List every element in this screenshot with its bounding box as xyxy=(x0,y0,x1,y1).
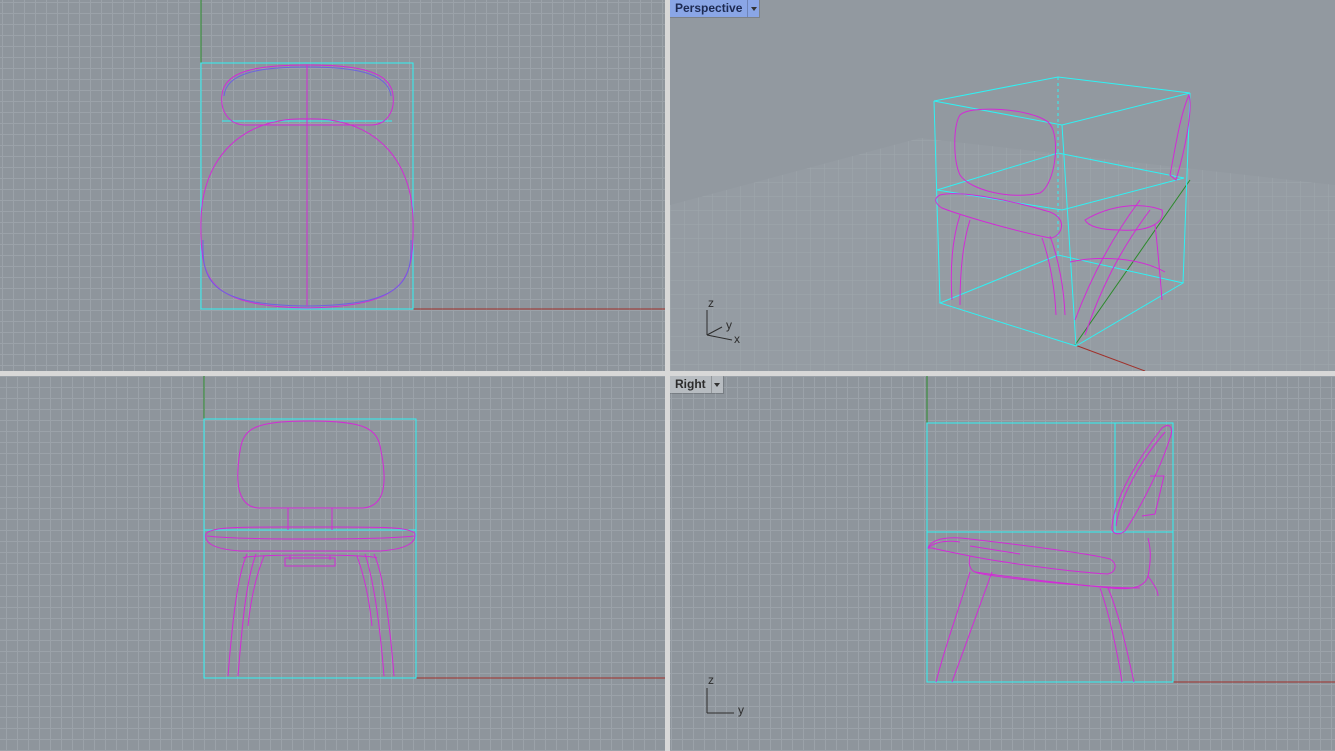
top-view-scene xyxy=(200,0,665,310)
perspective-viewport-title[interactable]: Perspective xyxy=(675,1,743,15)
viewport-menu-dropdown-icon[interactable] xyxy=(710,376,723,393)
axis-z-label: z xyxy=(708,673,714,687)
y-axis-line xyxy=(1074,179,1191,346)
ground-grid xyxy=(670,138,1335,371)
backrest-outline xyxy=(221,64,394,126)
viewport-menu-dropdown-icon[interactable] xyxy=(747,0,759,17)
axis-y-label: y xyxy=(726,318,732,332)
bounding-box xyxy=(933,76,1191,347)
bounding-box xyxy=(200,62,414,310)
axis-z-label: z xyxy=(708,296,714,310)
front-view-scene xyxy=(203,376,665,679)
viewport-front[interactable] xyxy=(0,376,665,751)
x-axis-line xyxy=(1074,344,1146,371)
viewport-right[interactable]: z y Right xyxy=(670,376,1335,751)
perspective-viewport-tab[interactable]: Perspective xyxy=(670,0,760,17)
axis-x-label: x xyxy=(734,332,740,346)
right-viewport-tab[interactable]: Right xyxy=(670,376,723,393)
bounding-box xyxy=(203,418,417,679)
chair-model xyxy=(927,425,1173,683)
right-view-scene: z y xyxy=(706,376,1335,717)
axis-widget: z y xyxy=(706,673,744,717)
perspective-scene: z y x xyxy=(670,76,1335,371)
viewport-perspective[interactable]: z y x Perspective xyxy=(670,0,1335,371)
seat-outline xyxy=(200,118,414,309)
chair-model xyxy=(935,93,1191,336)
bounding-box xyxy=(926,422,1174,683)
axis-widget: z y x xyxy=(706,296,740,346)
axis-y-label: y xyxy=(738,703,744,717)
viewport-top[interactable] xyxy=(0,0,665,371)
right-viewport-title[interactable]: Right xyxy=(675,377,706,391)
chair-model xyxy=(205,420,416,677)
